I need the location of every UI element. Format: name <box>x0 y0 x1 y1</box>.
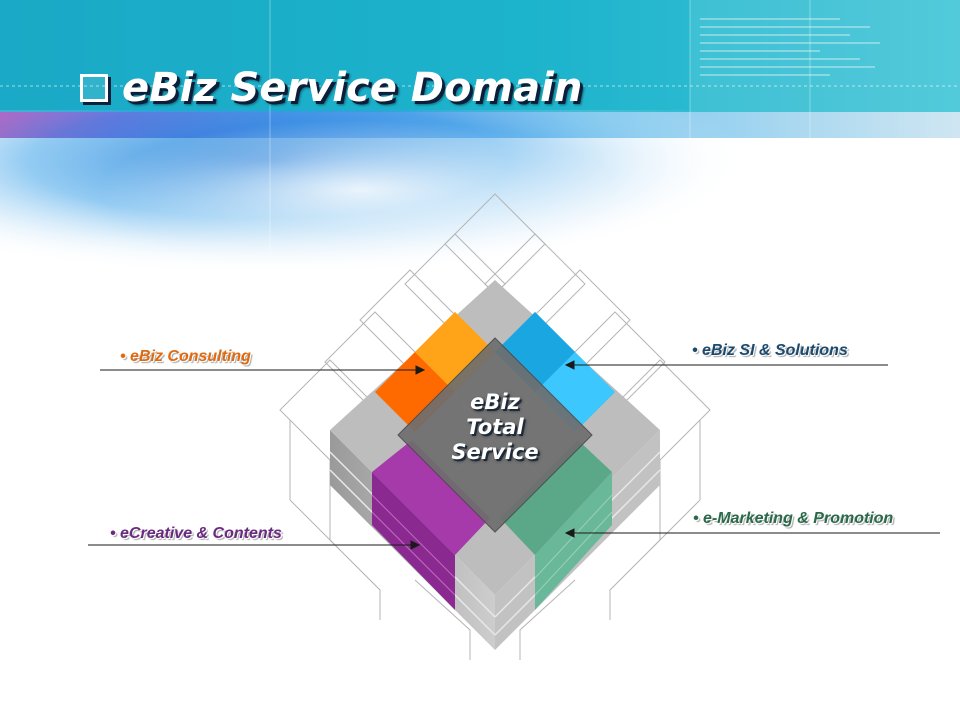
label-e-marketing-promotion: • e-Marketing & Promotion <box>693 510 894 527</box>
consulting-segment <box>375 312 495 432</box>
center-diamond <box>397 337 593 533</box>
title-text: eBiz Service Domain <box>122 65 583 111</box>
connector-lines <box>88 360 940 550</box>
service-cube <box>279 193 711 660</box>
label-ebiz-si-solutions: • eBiz SI & Solutions <box>692 342 848 359</box>
center-label: eBiz Total Service <box>430 390 560 465</box>
center-line-2: Total <box>466 415 524 439</box>
creative-segment <box>371 440 490 610</box>
label-ecreative-contents: • eCreative & Contents <box>110 525 282 542</box>
center-line-3: Service <box>451 440 539 464</box>
marketing-segment <box>500 440 613 610</box>
checkbox-bullet-icon <box>80 74 108 102</box>
page-title: eBiz Service Domain <box>80 60 582 116</box>
label-ebiz-consulting: • eBiz Consulting <box>120 348 251 365</box>
center-line-1: eBiz <box>470 390 520 414</box>
